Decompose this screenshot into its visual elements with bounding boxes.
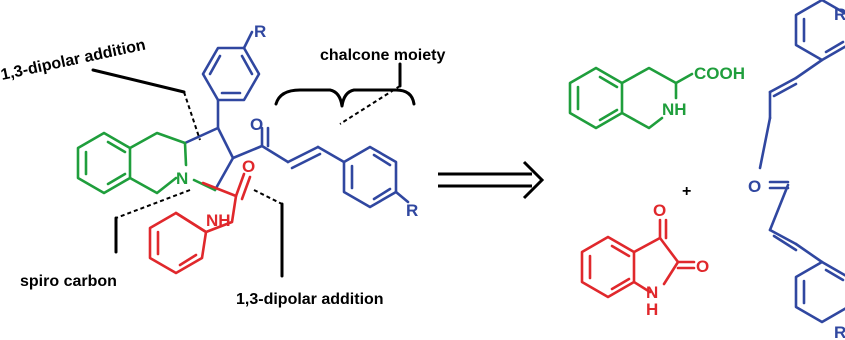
annotations: 1,3-dipolar addition chalcone moiety spi…	[0, 37, 445, 308]
atom-nh-thiq: NH	[662, 100, 687, 119]
plus-sign: +	[682, 183, 691, 200]
atom-r-dienone-top: R	[834, 5, 845, 24]
atom-o-dienone: O	[748, 177, 761, 196]
isatin-molecule: O O N H	[580, 201, 709, 319]
atom-o-oxindole: O	[242, 157, 255, 176]
product-benzene-ring	[76, 131, 132, 195]
top-aryl-ring	[201, 30, 261, 130]
label-chalcone-moiety: chalcone moiety	[320, 47, 445, 64]
thiq-carboxylic-acid: COOH NH	[568, 64, 745, 130]
chalcone-chain	[231, 126, 346, 170]
atom-cooh: COOH	[694, 64, 745, 83]
spiro-product-molecule: R O N O NH R	[76, 22, 418, 275]
right-aryl-ring	[342, 145, 410, 209]
atom-n-product: N	[176, 169, 188, 188]
atom-r-right: R	[406, 201, 418, 220]
label-spiro-carbon: spiro carbon	[20, 273, 117, 290]
atom-o-isatin-right: O	[696, 257, 709, 276]
retrosynthesis-arrow-icon	[438, 160, 545, 200]
atom-r-top: R	[254, 22, 266, 41]
atom-h-isatin: H	[646, 300, 658, 319]
product-piperidine-ring	[128, 131, 187, 150]
atom-n-isatin: N	[646, 283, 658, 302]
pyrrolidine-ring	[183, 126, 235, 192]
dienone-molecule: O R R	[748, 0, 845, 340]
atom-o-isatin-top: O	[653, 201, 666, 220]
label-dipolar-bottom: 1,3-dipolar addition	[236, 291, 384, 308]
oxindole-ring	[148, 172, 252, 275]
atom-nh-oxindole: NH	[206, 211, 231, 230]
atom-r-dienone-bottom: R	[834, 323, 845, 340]
atom-o-carbonyl: O	[250, 115, 263, 134]
